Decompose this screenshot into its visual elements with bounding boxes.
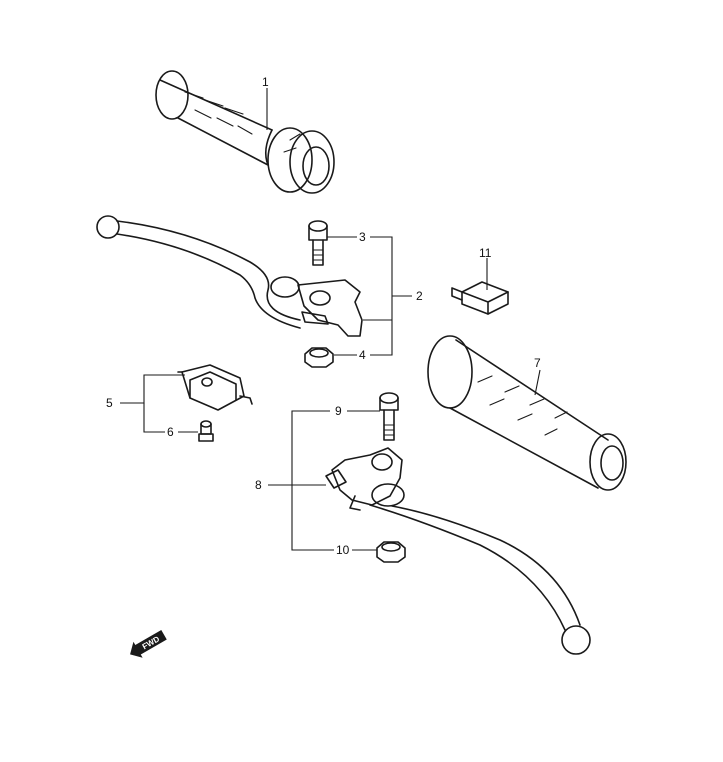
clutch-nut-part[interactable] [376, 541, 406, 563]
clutch-pivot-bolt-part[interactable] [379, 392, 399, 441]
handlebar-grip-part[interactable] [427, 335, 627, 491]
callout-4: 4 [359, 348, 366, 362]
callout-9: 9 [335, 404, 342, 418]
callout-labels: 1 2 3 4 5 6 7 8 9 10 11 [106, 75, 541, 557]
brake-lever-part[interactable] [96, 215, 363, 337]
screw-part[interactable] [198, 420, 214, 442]
switch-part[interactable] [451, 281, 509, 315]
callout-2: 2 [416, 289, 423, 303]
leader-lines [120, 88, 541, 551]
callout-7: 7 [534, 356, 541, 370]
switch-bracket-part[interactable] [177, 364, 253, 411]
pivot-bolt-part[interactable] [308, 220, 328, 266]
callout-1: 1 [262, 75, 269, 89]
callout-11: 11 [479, 246, 492, 260]
callout-8: 8 [255, 478, 262, 492]
callout-10: 10 [336, 543, 350, 557]
fwd-direction-marker: FWD [130, 629, 167, 658]
clutch-lever-part[interactable] [325, 447, 591, 655]
callout-3: 3 [359, 230, 366, 244]
throttle-grip-part[interactable] [155, 70, 335, 194]
callout-6: 6 [167, 425, 174, 439]
callout-5: 5 [106, 396, 113, 410]
arrow-icon [130, 629, 167, 658]
nut-part[interactable] [304, 347, 334, 368]
